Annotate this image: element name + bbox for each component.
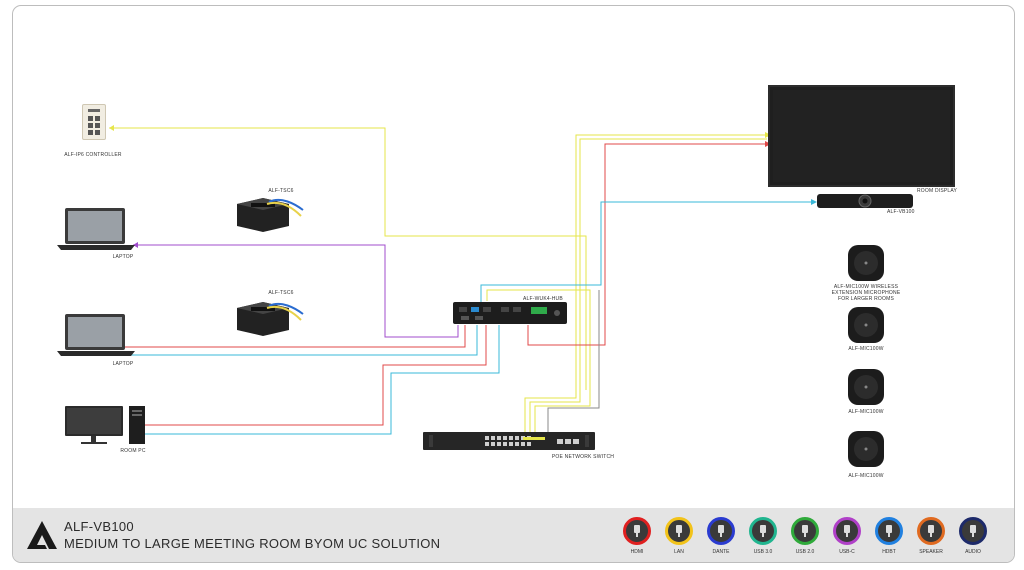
- keypad-icon: [88, 109, 100, 135]
- controller-label: ALF-IP6 CONTROLLER: [64, 152, 122, 158]
- tsc6-box-1: [237, 198, 304, 232]
- wuk4-hub: [453, 302, 567, 324]
- mic-2-label: ALF-MIC100W: [848, 346, 884, 352]
- tsc6-box-2: [237, 302, 304, 336]
- legend-label: LAN: [674, 549, 684, 555]
- wire-hdmi-pc: [145, 325, 487, 426]
- room-pc: [65, 406, 145, 444]
- legend-item-hdmi: HDMI: [619, 517, 655, 555]
- legend-label: USB 3.0: [753, 549, 773, 555]
- legend-item-lan: LAN: [661, 517, 697, 555]
- lan-icon: [665, 517, 693, 545]
- speaker-icon: [917, 517, 945, 545]
- usbc-icon: [833, 517, 861, 545]
- wire-usb-vb: [480, 201, 813, 302]
- mic-4: [848, 431, 884, 467]
- legend-item-usb-2-0: USB 2.0: [787, 517, 823, 555]
- solution-subtitle: MEDIUM TO LARGE MEETING ROOM BYOM UC SOL…: [64, 536, 441, 551]
- hdbt-icon: [875, 517, 903, 545]
- diagram-frame: ALF-IP6 CONTROLLER LAPTOP LAPTOP ALF-TSC…: [12, 5, 1015, 563]
- wire-lan-display-2: [529, 138, 767, 435]
- wire-usb-laptop: [121, 325, 478, 356]
- room-pc-label: ROOM PC: [120, 448, 146, 454]
- wire-lan-controller: [109, 127, 587, 390]
- legend-label: SPEAKER: [919, 549, 943, 555]
- wire-usb-pc: [145, 325, 500, 435]
- mic-1: [848, 245, 884, 281]
- mic-2: [848, 307, 884, 343]
- audio-icon: [959, 517, 987, 545]
- dante-icon: [707, 517, 735, 545]
- vb100-video-bar: [817, 194, 913, 208]
- legend-label: USB 2.0: [795, 549, 815, 555]
- legend-item-usb-3-0: USB 3.0: [745, 517, 781, 555]
- legend-label: AUDIO: [965, 549, 981, 555]
- legend-label: USB-C: [839, 549, 855, 555]
- legend-item-dante: DANTE: [703, 517, 739, 555]
- laptop-1-label: LAPTOP: [112, 254, 134, 260]
- tsc6-1-label: ALF-TSC6: [268, 188, 294, 194]
- wire-usbc-laptop: [133, 244, 459, 338]
- laptop-2: [57, 314, 135, 356]
- hdmi-icon: [623, 517, 651, 545]
- footer-bar: ALF-VB100 MEDIUM TO LARGE MEETING ROOM B…: [13, 508, 1014, 562]
- mic-1-label-line1: ALF-MIC100W WIRELESS: [833, 284, 899, 290]
- poe-switch: [423, 432, 595, 450]
- wire-lan-display-1: [524, 134, 767, 435]
- wire-audio-link: [547, 290, 600, 435]
- video-bar-label: ALF-VB100: [887, 209, 915, 215]
- wire-lan-hub: [486, 289, 591, 435]
- hub-label: ALF-WUK4-HUB: [523, 296, 563, 302]
- mic-4-label: ALF-MIC100W: [848, 473, 884, 479]
- legend-label: DANTE: [712, 549, 730, 555]
- usb3-icon: [749, 517, 777, 545]
- brand-logo-icon: [27, 521, 57, 549]
- tsc6-2-label: ALF-TSC6: [268, 290, 294, 296]
- mic-3-label: ALF-MIC100W: [848, 409, 884, 415]
- product-title: ALF-VB100: [64, 519, 134, 534]
- connection-wires: [109, 125, 817, 435]
- legend-item-usb-c: USB-C: [829, 517, 865, 555]
- legend-item-hdbt: HDBT: [871, 517, 907, 555]
- mic-1-label-line2: EXTENSION MICROPHONE: [831, 290, 901, 296]
- mic-1-label-line3: FOR LARGER ROOMS: [838, 296, 894, 302]
- switch-label: PoE NETWORK SWITCH: [551, 454, 615, 460]
- legend-item-audio: AUDIO: [955, 517, 991, 555]
- legend-label: HDBT: [882, 549, 896, 555]
- wire-hdmi-laptop: [121, 325, 466, 348]
- mic-3: [848, 369, 884, 405]
- usb2-icon: [791, 517, 819, 545]
- legend-item-speaker: SPEAKER: [913, 517, 949, 555]
- wire-hdmi-display: [527, 143, 767, 346]
- legend-label: HDMI: [630, 549, 644, 555]
- ip6-controller: [82, 104, 106, 140]
- laptop-2-label: LAPTOP: [112, 361, 134, 367]
- room-display-label: ROOM DISPLAY: [917, 188, 958, 194]
- laptop-1: [57, 208, 135, 250]
- room-display: [768, 85, 955, 187]
- display-screen: [773, 90, 950, 182]
